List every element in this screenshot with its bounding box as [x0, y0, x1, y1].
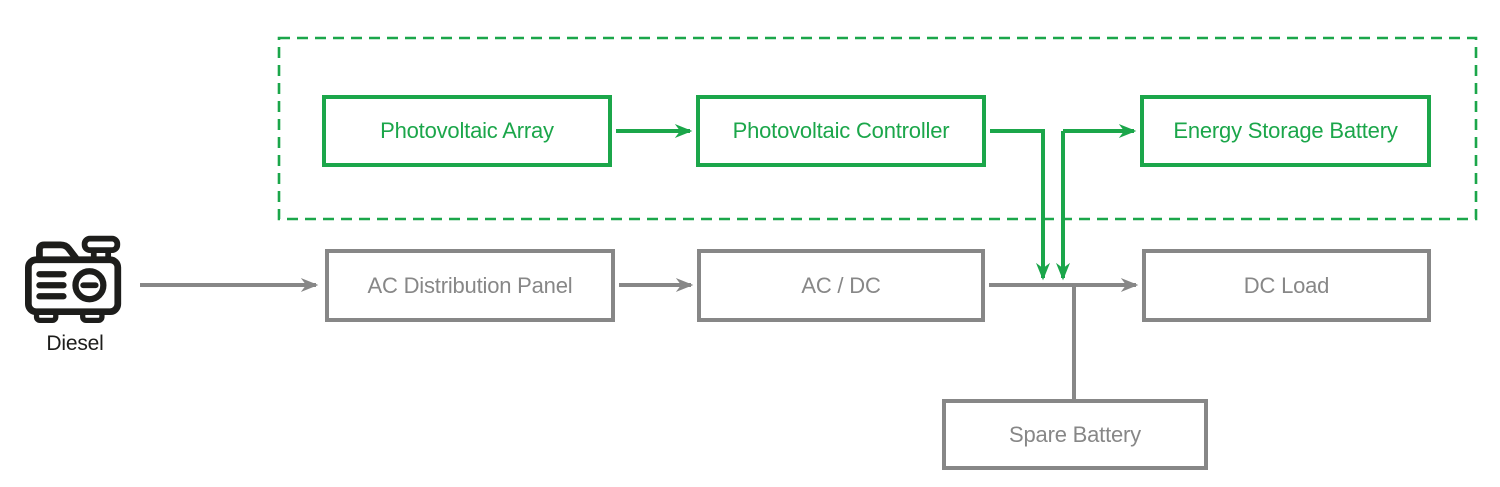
- energy-storage-battery-box: Energy Storage Battery: [1140, 95, 1431, 167]
- pv-group-dashed-border: [277, 36, 1478, 221]
- photovoltaic-array-box: Photovoltaic Array: [322, 95, 612, 167]
- photovoltaic-controller-box: Photovoltaic Controller: [696, 95, 986, 167]
- dc-load-label: DC Load: [1243, 272, 1330, 298]
- photovoltaic-array-label: Photovoltaic Array: [380, 118, 554, 143]
- edge-controller-to-bus: [990, 129, 1050, 281]
- diesel-generator-icon: [25, 235, 122, 323]
- diesel-generator-unit: Diesel: [12, 233, 138, 356]
- dc-load-box: DC Load: [1142, 249, 1431, 322]
- spare-battery-label: Spare Battery: [1009, 421, 1141, 447]
- ac-dc-converter-label: AC / DC: [801, 272, 881, 298]
- energy-storage-battery-label: Energy Storage Battery: [1173, 118, 1398, 143]
- spare-battery-box: Spare Battery: [942, 399, 1208, 470]
- ac-distribution-panel-label: AC Distribution Panel: [367, 272, 573, 298]
- ac-distribution-panel-box: AC Distribution Panel: [325, 249, 615, 322]
- diesel-label: Diesel: [46, 332, 104, 355]
- photovoltaic-controller-label: Photovoltaic Controller: [732, 118, 950, 143]
- ac-dc-converter-box: AC / DC: [697, 249, 985, 322]
